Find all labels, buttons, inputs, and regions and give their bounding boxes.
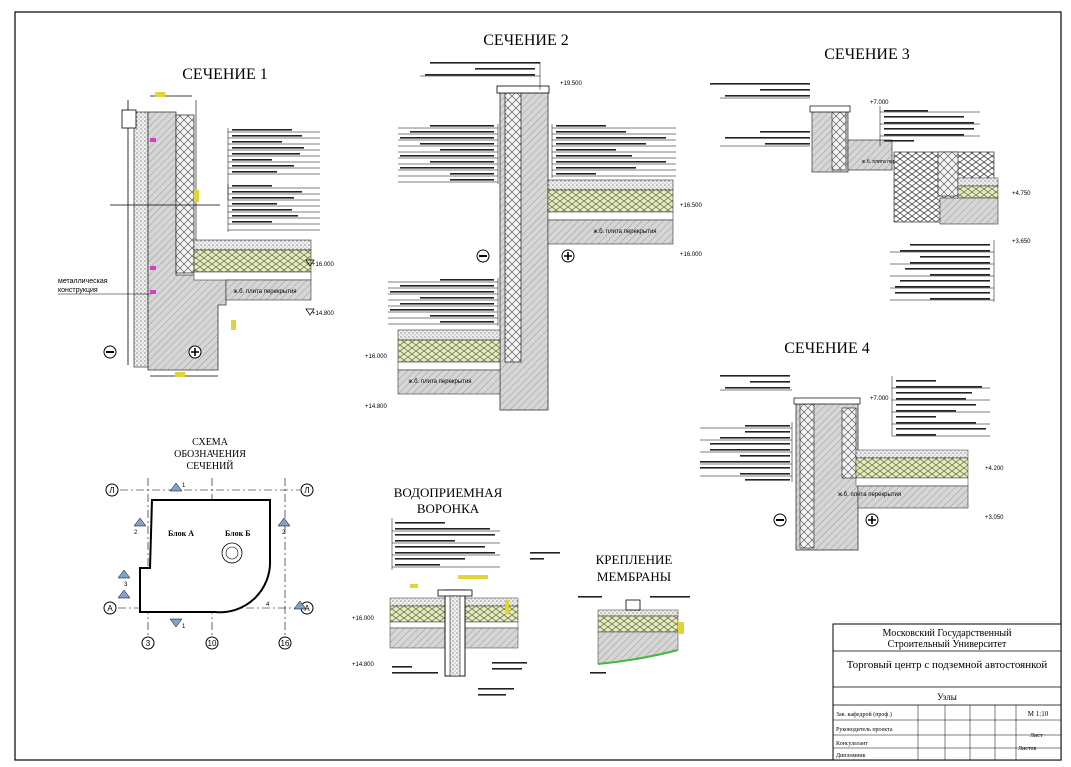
s3-slab-label: ж.б. плита перекрытия (862, 159, 915, 165)
plan-marker-1: 1 (182, 483, 186, 489)
funnel-level-a: +16.000 (352, 616, 375, 622)
plan-axis-side-right: А (304, 604, 310, 613)
title-scale: М 1:10 (1028, 710, 1049, 718)
s1-note-line1: металлическая (58, 278, 108, 285)
s4-slab-label: ж.б. плита перекрытия (838, 492, 901, 498)
title-role-2: Руководитель проекта (836, 727, 893, 733)
plan-marker-3: 3 (124, 582, 128, 588)
plan-axis-top-right: Л (304, 486, 309, 495)
s2-level-d: +14.800 (365, 404, 388, 410)
section-4-title: СЕЧЕНИЕ 4 (784, 340, 870, 357)
s1-level-a: +16.000 (312, 262, 335, 268)
membrane-detail: КРЕПЛЕНИЕ МЕМБРАНЫ (578, 552, 690, 674)
s3-level-b: +4.750 (1012, 191, 1031, 197)
plan-block-a: Блок А (168, 529, 194, 538)
s4-level-b: +4.200 (985, 466, 1004, 472)
scheme-title-line3: СЕЧЕНИЙ (186, 460, 233, 472)
plan-marker-4: 4 (266, 602, 270, 608)
membrane-title-line2: МЕМБРАНЫ (597, 569, 671, 584)
plan-marker-1b: 1 (182, 624, 186, 630)
title-sheet-name: Узлы (937, 692, 957, 702)
plan-marker-2b: 2 (282, 530, 286, 536)
plan-axis-bottom-3: 16 (281, 639, 290, 648)
title-project: Торговый центр с подземной автостоянкой (847, 659, 1048, 671)
title-sheets: Листов (1018, 746, 1036, 752)
section-3: СЕЧЕНИЕ 3 ж.б. плита перекрытия (710, 46, 1031, 302)
section-2: СЕЧЕНИЕ 2 ж.б. плита перекрытия ж.б. пли… (365, 32, 703, 411)
membrane-title-line1: КРЕПЛЕНИЕ (596, 552, 673, 567)
plan-axis-bottom-2: 10 (208, 639, 217, 648)
section-1: СЕЧЕНИЕ 1 ж.б. плита перекрытия металлич… (58, 66, 335, 377)
plan-axis-top-left: Л (109, 486, 114, 495)
scheme-title-line1: СХЕМА (192, 437, 229, 448)
s4-level-c: +3.050 (985, 515, 1004, 521)
section-3-title: СЕЧЕНИЕ 3 (824, 46, 910, 63)
funnel-detail: ВОДОПРИЕМНАЯ ВОРОНКА +16.000 +14.800 (352, 485, 560, 696)
s1-level-b: +14.800 (312, 311, 335, 317)
s2-slab-upper: ж.б. плита перекрытия (593, 229, 656, 235)
s2-level-c: +16.000 (365, 354, 388, 360)
plan-marker-2: 2 (134, 530, 138, 536)
plan-scheme: СХЕМА ОБОЗНАЧЕНИЯ СЕЧЕНИЙ Блок А Блок Б … (103, 437, 314, 650)
title-role-1: Зав. кафедрой (проф.) (836, 711, 892, 718)
scheme-title-line2: ОБОЗНАЧЕНИЯ (174, 449, 246, 460)
title-role-3: Консультант (836, 741, 868, 747)
s2-level-top: +19.500 (560, 81, 583, 87)
funnel-title-line1: ВОДОПРИЕМНАЯ (394, 485, 503, 500)
plan-block-b: Блок Б (225, 529, 251, 538)
s2-level-a: +16.500 (680, 203, 703, 209)
s1-note-line2: конструкция (58, 287, 98, 294)
title-sheet: Лист (1030, 733, 1043, 739)
s2-slab-lower: ж.б. плита перекрытия (408, 379, 471, 385)
title-block: Московский Государственный Строительный … (832, 623, 1062, 761)
sheet-frame (14, 11, 1062, 761)
title-org-line2: Строительный Университет (888, 639, 1007, 650)
plan-axis-side-left: А (107, 604, 113, 613)
s3-level-c: +3.650 (1012, 239, 1031, 245)
s2-level-b: +16.000 (680, 252, 703, 258)
funnel-level-b: +14.800 (352, 662, 375, 668)
section-1-title: СЕЧЕНИЕ 1 (182, 66, 268, 83)
funnel-title-line2: ВОРОНКА (417, 501, 480, 516)
title-org-line1: Московский Государственный (883, 628, 1013, 639)
s3-level-a: +7.000 (870, 100, 889, 106)
section-2-title: СЕЧЕНИЕ 2 (483, 32, 569, 49)
title-role-4: Дипломник (836, 753, 866, 759)
plan-axis-bottom-1: 3 (146, 639, 151, 648)
s4-level-a: +7.000 (870, 396, 889, 402)
section-4: СЕЧЕНИЕ 4 ж.б. плита перекрытия (700, 340, 1004, 551)
s1-slab-label: ж.б. плита перекрытия (233, 289, 296, 295)
